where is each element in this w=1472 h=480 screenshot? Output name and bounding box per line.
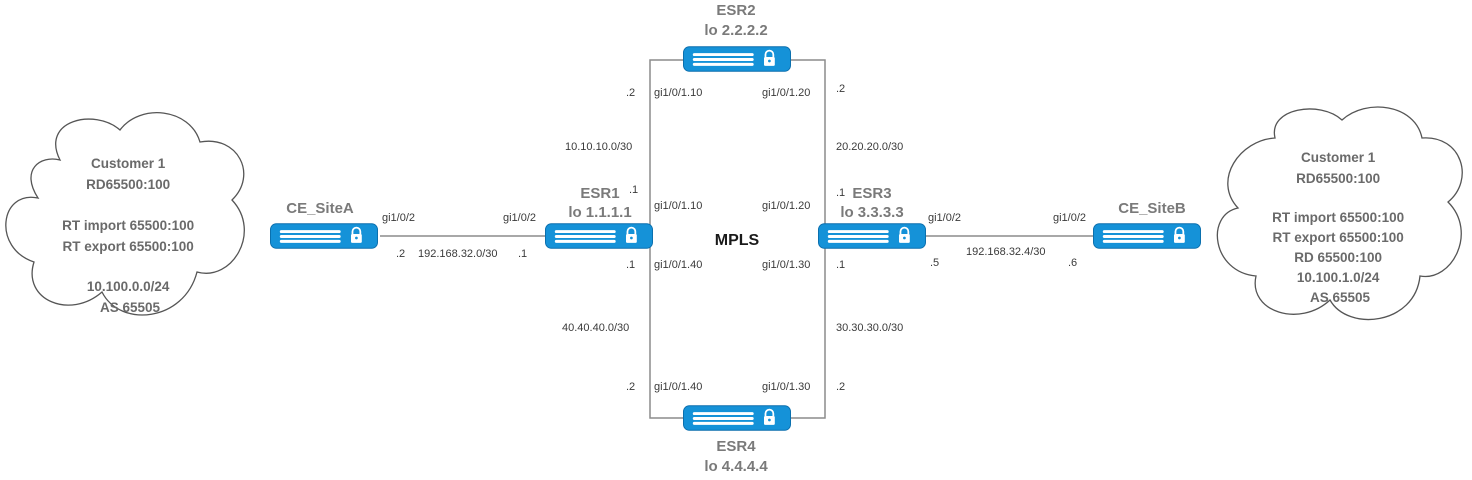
cloud-b-line: RT import 65500:100 (1272, 210, 1404, 225)
router-icon[interactable] (818, 223, 926, 249)
interface-label: gi1/0/1.40 (654, 381, 702, 393)
cloud-b-line: AS 65505 (1310, 290, 1371, 305)
esr4-name: ESR4 (716, 438, 756, 455)
cloud-a-line: AS 65505 (100, 300, 161, 315)
cloud-a-line: Customer 1 (91, 156, 166, 171)
esr4-loopback: lo 4.4.4.4 (704, 458, 768, 475)
host-label: .1 (518, 248, 527, 260)
host-label: .2 (836, 83, 845, 95)
ce-sitea-name: CE_SiteA (286, 200, 354, 217)
link-esr1-esr4 (649, 236, 683, 419)
host-label: .2 (626, 381, 635, 393)
host-label: .6 (1068, 257, 1077, 269)
router-icon[interactable] (545, 223, 653, 249)
interface-label: gi1/0/2 (382, 212, 415, 224)
host-label: .2 (396, 248, 405, 260)
esr1-loopback: lo 1.1.1.1 (568, 204, 631, 221)
cloud-site-a-text: Customer 1 RD65500:100 RT import 65500:1… (62, 156, 198, 315)
cloud-a-line: RT import 65500:100 (62, 218, 194, 233)
router-icon[interactable] (683, 405, 791, 431)
esr3-name: ESR3 (852, 185, 891, 202)
interface-label: gi1/0/1.30 (762, 381, 810, 393)
cloud-site-b-text: Customer 1 RD65500:100 RT import 65500:1… (1272, 150, 1408, 305)
host-label: .1 (836, 259, 845, 271)
interface-label: gi1/0/1.10 (654, 87, 702, 99)
links (380, 59, 1093, 419)
interface-label: gi1/0/1.40 (654, 259, 702, 271)
subnet-label: 20.20.20.0/30 (836, 141, 903, 153)
cloud-b-line: RD 65500:100 (1294, 250, 1382, 265)
host-label: .2 (626, 87, 635, 99)
host-label: .5 (930, 257, 939, 269)
cloud-b-line: RT export 65500:100 (1272, 230, 1403, 245)
cloud-site-b (1216, 106, 1463, 321)
router-icon[interactable] (270, 223, 378, 249)
interface-label: gi1/0/2 (928, 212, 961, 224)
interface-label: gi1/0/1.20 (762, 87, 810, 99)
interface-label: gi1/0/1.20 (762, 200, 810, 212)
cloud-site-a (5, 112, 245, 316)
link-esr2-esr3 (790, 59, 826, 236)
subnet-label: 30.30.30.0/30 (836, 322, 903, 334)
subnet-label: 10.10.10.0/30 (565, 141, 632, 153)
interface-label: gi1/0/2 (503, 212, 536, 224)
mpls-label: MPLS (715, 232, 760, 249)
host-label: .1 (836, 187, 845, 199)
cloud-a-line: 10.100.0.0/24 (87, 279, 170, 294)
esr2-loopback: lo 2.2.2.2 (704, 22, 767, 39)
router-icon[interactable] (683, 46, 791, 72)
esr1-name: ESR1 (580, 185, 619, 202)
esr3-loopback: lo 3.3.3.3 (840, 204, 903, 221)
link-esr1-esr2 (649, 59, 683, 236)
cloud-b-line: Customer 1 (1301, 150, 1376, 165)
interface-label: gi1/0/1.30 (762, 259, 810, 271)
cloud-a-line: RD65500:100 (86, 177, 170, 192)
subnet-label: 192.168.32.0/30 (418, 248, 498, 260)
host-label: .2 (836, 381, 845, 393)
link-esr3-esr4 (790, 236, 826, 419)
cloud-a-line: RT export 65500:100 (62, 239, 193, 254)
esr2-name: ESR2 (716, 2, 755, 19)
cloud-b-line: RD65500:100 (1296, 171, 1380, 186)
host-label: .1 (629, 184, 638, 196)
ce-siteb-name: CE_SiteB (1118, 200, 1186, 217)
router-icon[interactable] (1093, 223, 1201, 249)
subnet-label: 40.40.40.0/30 (562, 322, 629, 334)
cloud-b-line: 10.100.1.0/24 (1297, 270, 1380, 285)
host-label: .1 (626, 259, 635, 271)
interface-label: gi1/0/1.10 (654, 200, 702, 212)
subnet-label: 192.168.32.4/30 (966, 246, 1046, 258)
interface-label: gi1/0/2 (1053, 212, 1086, 224)
